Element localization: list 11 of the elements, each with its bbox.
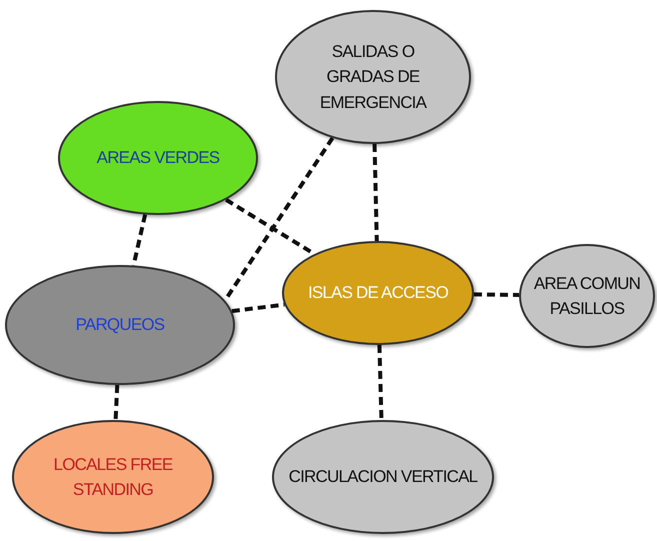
- node-label: ISLAS DE ACCESO: [308, 282, 448, 304]
- dashed-connector: [372, 144, 379, 242]
- node-label: AREAS VERDES: [96, 147, 220, 170]
- node-label: LOCALES FREE STANDING: [52, 454, 174, 501]
- node-label: AREA COMUN PASILLOS: [532, 272, 642, 320]
- dashed-connector: [474, 292, 520, 298]
- dashed-connector: [114, 384, 120, 420]
- dashed-connector: [377, 344, 384, 420]
- node-label: CIRCULACION VERTICAL: [288, 466, 478, 488]
- node-label: PARQUEOS: [76, 314, 164, 336]
- node-label: SALIDAS O GRADAS DE EMERGENCIA: [318, 40, 428, 114]
